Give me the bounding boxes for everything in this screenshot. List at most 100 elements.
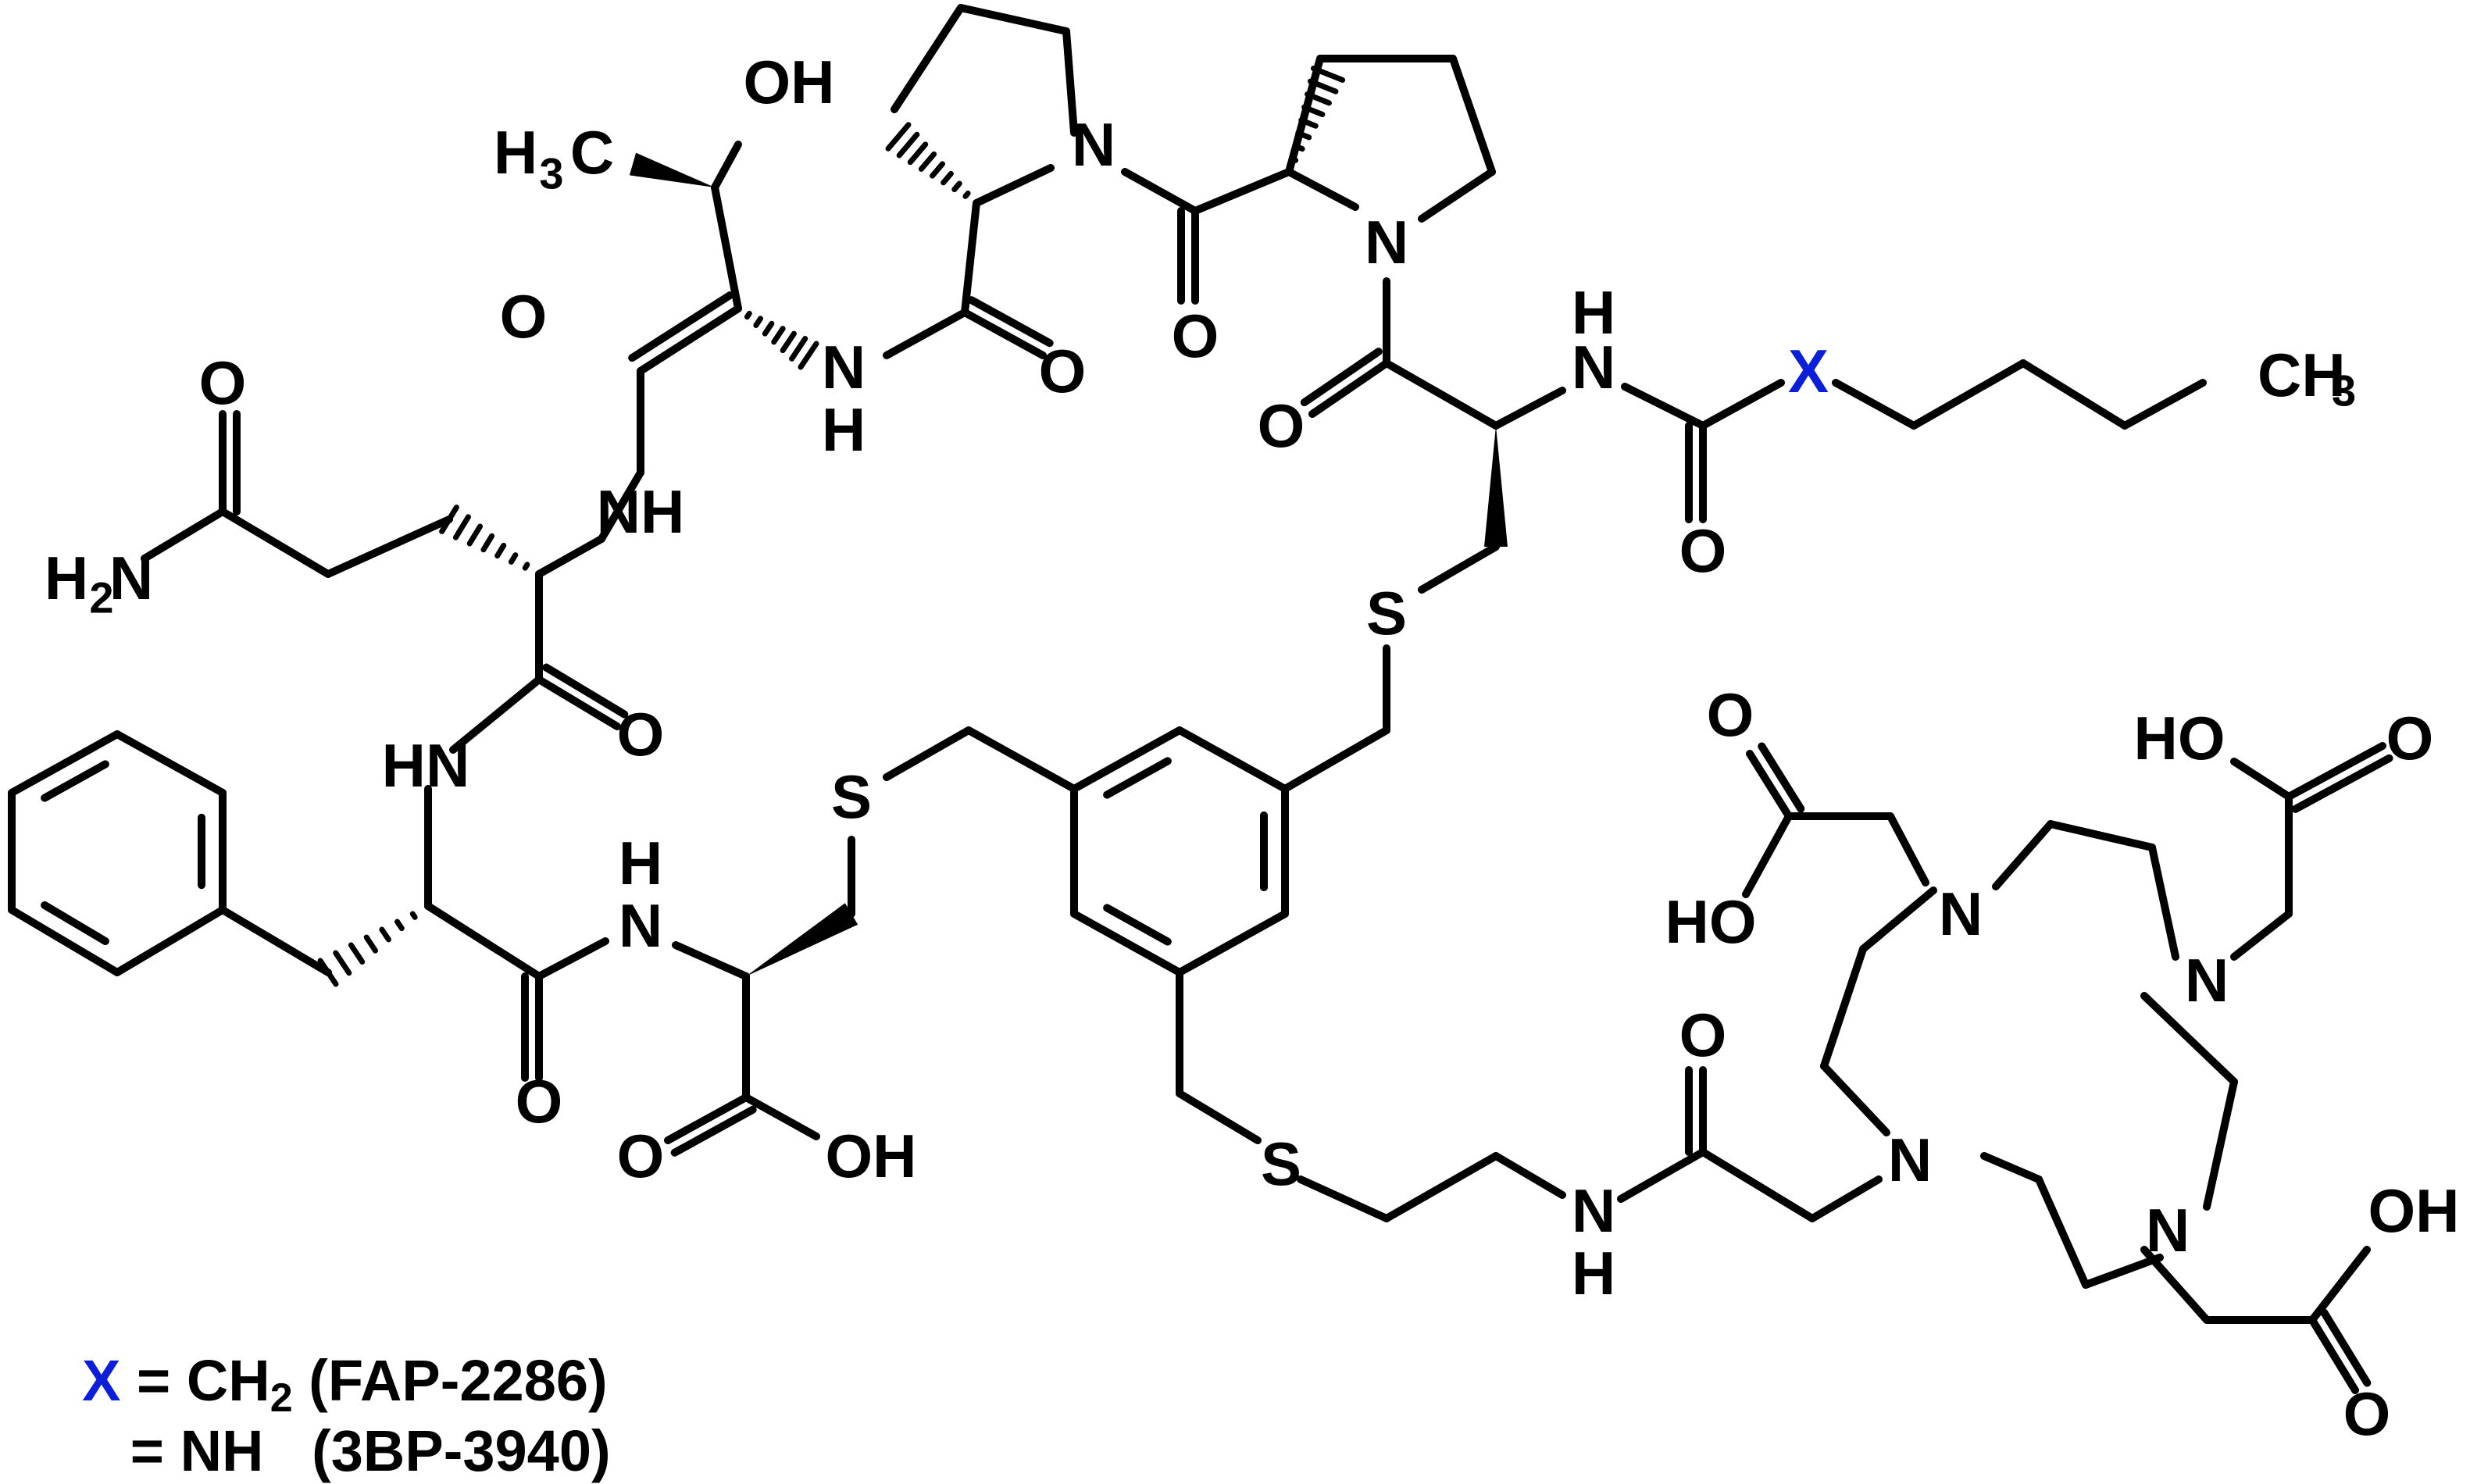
bonds xyxy=(8,4,2393,1394)
bond xyxy=(113,730,227,797)
bond xyxy=(2285,742,2386,801)
hash-bond-segment xyxy=(379,926,391,943)
bond xyxy=(219,508,332,578)
label-o-thr: O xyxy=(500,282,548,351)
label-s-bottom: S xyxy=(1261,1129,1301,1198)
label-o-pro1: O xyxy=(1039,337,1087,405)
bond xyxy=(1808,1175,1883,1222)
legend-line1-suffix: (FAP-2286) xyxy=(292,1348,608,1413)
hash-bond-segment xyxy=(1295,130,1312,141)
bond xyxy=(2230,758,2293,801)
legend-line-2: = NH (3BP-3940) xyxy=(50,1351,611,1484)
label-s-left: S xyxy=(831,762,872,831)
label-s-right: S xyxy=(1366,579,1407,647)
bond xyxy=(535,535,605,578)
hash-bond-segment xyxy=(762,320,775,337)
wedge-bond xyxy=(746,903,858,976)
label-n-dota-4: N xyxy=(2146,1196,2190,1265)
wedge-bond xyxy=(1484,426,1508,547)
hash-bond-segment xyxy=(941,170,954,186)
bond xyxy=(973,164,1055,207)
hash-bond-segment xyxy=(789,336,808,362)
label-o-amide: O xyxy=(1679,1001,1727,1069)
bond xyxy=(1832,379,1918,430)
bond xyxy=(2308,1246,2371,1324)
bond xyxy=(2121,379,2207,430)
bond xyxy=(2019,359,2129,430)
bond xyxy=(891,4,965,113)
bond xyxy=(1121,168,1199,215)
bond xyxy=(742,1093,820,1140)
bond xyxy=(1617,1148,1707,1203)
label-h-thr: H xyxy=(822,395,866,464)
bond xyxy=(1285,168,1359,211)
bond xyxy=(1281,726,1390,793)
label-o-cys-l: O xyxy=(617,1122,665,1190)
bond xyxy=(664,1093,750,1144)
label-n-pro2: N xyxy=(1365,208,1408,276)
label-n-cys-l: N xyxy=(619,891,662,960)
hash-bond-segment xyxy=(951,180,962,193)
label-o-pro2: O xyxy=(1172,301,1219,370)
bond xyxy=(1418,543,1500,594)
bond xyxy=(1449,55,1496,176)
bond xyxy=(1492,1152,1566,1199)
label-h2n-sub: 2 xyxy=(89,573,113,622)
label-h3c-c: C xyxy=(570,118,614,187)
hash-bond-segment xyxy=(522,562,530,571)
bond xyxy=(883,309,969,359)
hash-bond-segment xyxy=(744,310,752,320)
bond xyxy=(957,4,1070,35)
label-oh-cys-l: OH xyxy=(826,1122,917,1190)
hash-bond-segment xyxy=(753,316,764,328)
bond xyxy=(424,902,543,980)
hash-bond-segment xyxy=(1308,78,1339,95)
hash-bond-segment xyxy=(1298,117,1319,129)
label-n-thr: N xyxy=(822,333,866,401)
aromatic-inner-bond xyxy=(41,760,109,802)
label-x: X xyxy=(1788,337,1829,405)
hash-bond-segment xyxy=(1310,66,1346,83)
bond xyxy=(1383,1152,1500,1222)
label-o-carbamate: O xyxy=(1679,516,1727,585)
bond xyxy=(1062,27,1078,137)
hash-bond-segment xyxy=(798,341,819,370)
double-bond-line xyxy=(628,291,734,362)
bond xyxy=(2035,1175,2090,1289)
bond xyxy=(1297,1175,1390,1222)
bond xyxy=(1176,726,1289,793)
label-nh-gln: NH xyxy=(597,477,685,546)
hash-bond-segment xyxy=(780,330,797,354)
bond xyxy=(535,676,621,730)
bond xyxy=(1820,1062,1890,1136)
legend-line1-sub: 2 xyxy=(269,1375,293,1421)
bond xyxy=(883,726,973,781)
bond xyxy=(961,199,980,316)
label-oh: OH xyxy=(744,48,835,116)
hash-bond-segment xyxy=(1305,91,1332,106)
aromatic-inner-bond xyxy=(1103,757,1172,799)
label-ho-dota-1: HO xyxy=(1665,887,1757,956)
label-n-dota-1: N xyxy=(1939,879,1983,948)
bond xyxy=(2082,1254,2164,1289)
bond xyxy=(1820,945,1867,1070)
bond xyxy=(1176,1090,1262,1144)
bond xyxy=(1285,55,1324,176)
bond xyxy=(598,469,644,543)
bond xyxy=(1859,886,1937,953)
bond xyxy=(1492,387,1566,430)
bond xyxy=(535,937,609,980)
label-ch3-sub: 3 xyxy=(2332,366,2356,416)
label-h-cys-r: H xyxy=(1572,278,1615,347)
legend-line1-prefix: = CH xyxy=(120,1348,270,1413)
label-n-amide: N xyxy=(1572,1176,1615,1245)
hash-bond-segment xyxy=(494,542,507,559)
hash-bond-segment xyxy=(962,190,971,199)
double-bond-line xyxy=(1758,742,1805,813)
bond xyxy=(324,515,453,578)
bond xyxy=(1070,726,1183,793)
label-o-gln: O xyxy=(617,700,665,769)
aromatic-inner-bond xyxy=(1103,904,1172,946)
legend-line2-text: = NH (3BP-3940) xyxy=(82,1418,611,1483)
